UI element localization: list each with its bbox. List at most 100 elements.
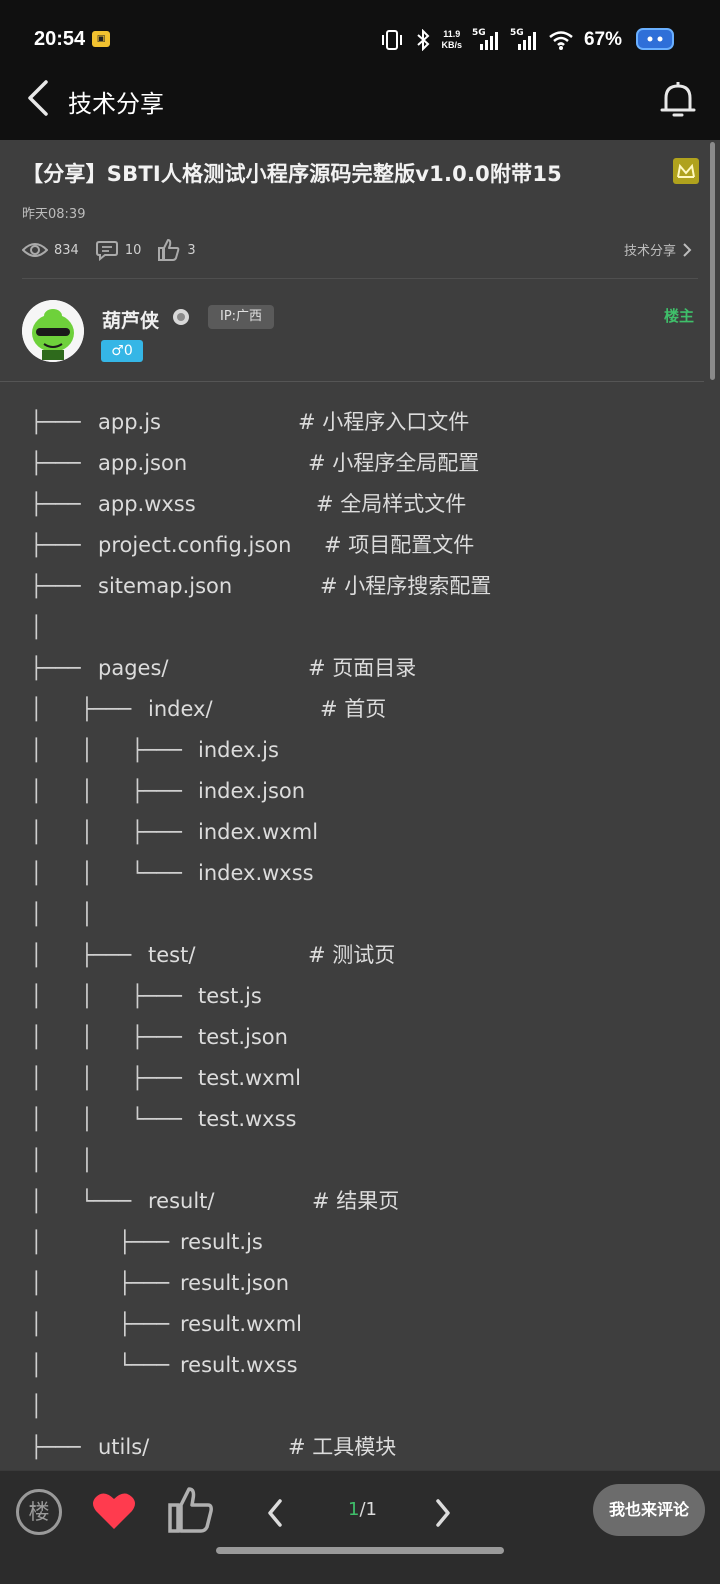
app-header: 技术分享 [0,80,720,140]
post-stats: 834 10 3 [22,238,212,262]
tree-row: │ │ ├─── test.wxml [30,1060,700,1101]
battery-percent: 67% [583,29,622,50]
tree-file-name: index.js [198,738,279,762]
tree-branch: ├─── [30,656,94,680]
network-speed: 11.9 KB/s [441,29,462,50]
tree-branch: │ │ ├─── [30,1066,195,1090]
tree-branch: │ └─── [30,1189,144,1213]
tree-branch: │ │ [30,1148,94,1172]
tree-file-name: test.wxml [198,1066,301,1090]
notification-button[interactable] [656,80,700,120]
floor-jump-button[interactable]: 楼 [16,1489,62,1535]
tree-row: │ │ └─── index.wxss [30,855,700,896]
tree-file-name: project.config.json [98,533,292,557]
bell-icon [660,82,696,117]
tree-row: │ │ [30,1142,700,1183]
tree-row: │ └─── result.wxss [30,1347,700,1388]
tree-row: │ [30,609,700,650]
tree-row: │ │ ├─── index.json [30,773,700,814]
next-page-button[interactable] [428,1495,456,1531]
divider [22,278,698,279]
chevron-left-icon [268,1499,282,1527]
tree-branch: │ [30,1394,43,1418]
eye-icon [22,243,48,257]
tree-file-name: app.js [98,410,161,434]
tree-branch: │ │ ├─── [30,820,195,844]
vibrate-icon [382,30,403,50]
comment-icon [95,241,118,261]
like-button[interactable] [166,1485,216,1535]
tree-comment: # 页面目录 [308,656,417,680]
views-stat: 834 [22,240,79,260]
tree-row: ├─── utils/# 工具模块 [30,1429,700,1470]
tree-row: │ │ ├─── test.json [30,1019,700,1060]
scrollbar-thumb[interactable] [710,142,715,380]
tree-file-name: index/ [148,697,213,721]
favorite-button[interactable] [90,1487,138,1535]
tree-file-name: utils/ [98,1435,150,1459]
back-button[interactable] [24,80,54,116]
file-tree: ├─── app.js# 小程序入口文件├─── app.json# 小程序全局… [30,404,700,1470]
chevron-right-icon [436,1499,450,1527]
tree-file-name: app.json [98,451,188,475]
tree-row: │ └─── result/# 结果页 [30,1183,700,1224]
tree-file-name: test.json [198,1025,288,1049]
tree-branch: │ ├─── [30,1312,182,1336]
avatar[interactable] [22,300,84,362]
tree-row: ├─── app.json# 小程序全局配置 [30,445,700,486]
tree-row: │ │ ├─── index.wxml [30,814,700,855]
post-time: 昨天08:39 [22,207,86,222]
tree-branch: │ │ └─── [30,861,195,885]
author-name[interactable]: 葫芦侠 [102,310,160,332]
tree-row: │ │ [30,896,700,937]
ip-location-tag: IP:广西 [208,305,275,329]
tree-branch: │ ├─── [30,1230,182,1254]
tree-row: ├─── pages/ # 页面目录 [30,650,700,691]
prev-page-button[interactable] [262,1495,290,1531]
tree-branch: ├─── [30,574,94,598]
tree-file-name: app.wxss [98,492,196,516]
tree-file-name: test/ [148,943,196,967]
tree-branch: ├─── [30,451,94,475]
tree-row: ├─── app.wxss# 全局样式文件 [30,486,700,527]
tree-branch: ├─── [30,1435,94,1459]
category-link[interactable]: 技术分享 [624,240,692,259]
tree-branch: │ │ ├─── [30,738,195,762]
tree-row: │ ├─── result.js [30,1224,700,1265]
tree-comment: # 测试页 [308,943,396,967]
signal-2: 5G [510,28,538,52]
tree-comment: # 全局样式文件 [316,492,467,516]
tree-row: ├─── sitemap.json# 小程序搜索配置 [30,568,700,609]
tree-file-name: index.wxss [198,861,314,885]
tree-row: │ │ └─── test.wxss [30,1101,700,1142]
home-indicator[interactable] [216,1547,504,1554]
tree-file-name: index.json [198,779,306,803]
battery-icon [636,28,674,50]
tree-row: │ │ ├─── test.js [30,978,700,1019]
tree-branch: ├─── [30,410,94,434]
tree-comment: # 项目配置文件 [324,533,475,557]
chevron-left-icon [28,80,48,116]
tree-file-name: result.js [180,1230,263,1254]
heart-icon [93,1493,135,1529]
tree-file-name: result.wxss [180,1353,298,1377]
tree-file-name: test.js [198,984,262,1008]
tree-branch: │ │ ├─── [30,779,195,803]
gender-level-badge: ♂0 [101,340,143,362]
tree-branch: │ │ ├─── [30,1025,195,1049]
tree-row: ├─── project.config.json# 项目配置文件 [30,527,700,568]
tree-file-name: pages/ [98,656,169,680]
tree-file-name: result/ [148,1189,215,1213]
thumbs-up-icon [158,239,180,261]
write-comment-button[interactable]: 我也来评论 [593,1484,705,1536]
tree-branch: │ ├─── [30,697,144,721]
tree-branch: │ └─── [30,1353,182,1377]
tree-comment: # 首页 [320,697,387,721]
tree-branch: │ [30,615,43,639]
tree-branch: │ │ [30,902,94,926]
tree-row: │ │ ├─── index.js [30,732,700,773]
signal-icon [517,32,536,50]
thumbs-up-icon [168,1487,213,1533]
signal-icon [479,32,498,50]
tree-branch: │ ├─── [30,1271,182,1295]
